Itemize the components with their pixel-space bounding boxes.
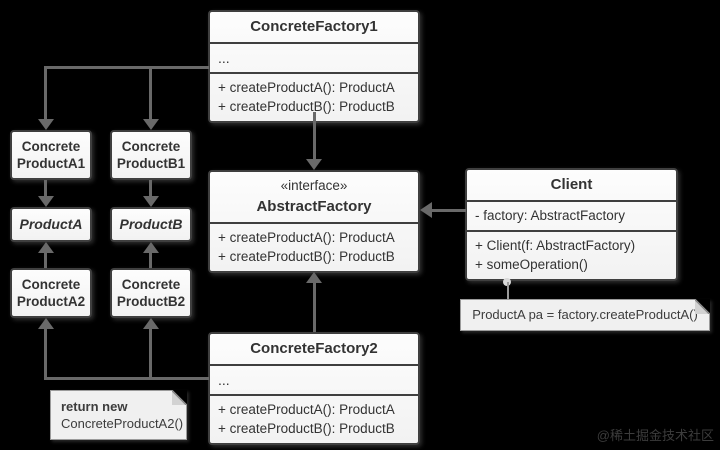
class-title-line: Concrete [121, 139, 181, 154]
class-client: Client - factory: AbstractFactory + Clie… [465, 168, 678, 281]
class-title: Client [550, 176, 593, 193]
stereotype: «interface» [280, 178, 348, 193]
class-concrete-factory1: ConcreteFactory1 ... + createProductA():… [208, 10, 420, 123]
connector-cf1-to-abstractfactory [313, 112, 316, 159]
class-concrete-product-b2: Concrete ProductB2 [110, 268, 192, 318]
arrowhead-up-icon [143, 318, 159, 329]
class-header: «interface» AbstractFactory [210, 172, 418, 222]
arrowhead-down-icon [143, 196, 159, 207]
class-concrete-product-a1: Concrete ProductA1 [10, 130, 92, 180]
connector-cf2-to-product-a2 [44, 329, 47, 377]
class-title: AbstractFactory [256, 198, 372, 215]
class-title-line: ProductA1 [16, 156, 86, 171]
method: + createProductA(): ProductA [218, 80, 395, 95]
note-anchor-line [507, 282, 509, 300]
class-title-line: ProductA2 [16, 294, 86, 309]
class-product-b: ProductB [110, 207, 192, 242]
class-attribute: - factory: AbstractFactory [467, 200, 676, 230]
class-concrete-factory2: ConcreteFactory2 ... + createProductA():… [208, 332, 420, 445]
method: + createProductB(): ProductB [218, 99, 395, 114]
connector-a1-to-product-a [44, 180, 47, 196]
class-fields-ellipsis: ... [210, 42, 418, 72]
class-title-line: ProductB1 [116, 156, 186, 171]
method: + someOperation() [475, 257, 588, 272]
connector-cf1-products-horizontal [44, 66, 209, 69]
arrowhead-up-icon [38, 242, 54, 253]
connector-cf2-to-product-b2 [149, 329, 152, 377]
arrowhead-down-icon [38, 196, 54, 207]
arrowhead-down-icon [38, 119, 54, 130]
connector-cf1-to-product-b1 [149, 66, 152, 119]
note-text: ProductA pa = factory.createProductA() [472, 307, 698, 322]
connector-b1-to-product-b [149, 180, 152, 196]
class-concrete-product-a2: Concrete ProductA2 [10, 268, 92, 318]
class-methods: + Client(f: AbstractFactory) + someOpera… [467, 230, 676, 279]
class-methods: + createProductA(): ProductA + createPro… [210, 72, 418, 121]
class-title-line: Concrete [21, 277, 81, 292]
method: + createProductB(): ProductB [218, 421, 395, 436]
class-title-line: Concrete [121, 277, 181, 292]
connector-cf1-to-product-a1 [44, 66, 47, 119]
method: + Client(f: AbstractFactory) [475, 238, 636, 253]
class-title-line: ProductB2 [116, 294, 186, 309]
watermark: @稀土掘金技术社区 [596, 428, 714, 443]
arrowhead-down-icon [143, 119, 159, 130]
class-fields-ellipsis: ... [210, 364, 418, 394]
note-fold-corner-icon [695, 299, 710, 314]
connector-b2-to-product-b [149, 253, 152, 268]
arrowhead-down-icon [306, 159, 322, 170]
class-product-a: ProductA [10, 207, 92, 242]
arrowhead-left-icon [420, 202, 432, 218]
note-fold-corner-icon [172, 390, 187, 405]
class-title: ConcreteFactory1 [250, 18, 378, 35]
connector-a2-to-product-a [44, 253, 47, 268]
connector-cf2-to-abstractfactory [313, 283, 316, 332]
class-title: ConcreteFactory2 [250, 340, 378, 357]
class-abstract-factory: «interface» AbstractFactory + createProd… [208, 170, 420, 273]
arrowhead-up-icon [143, 242, 159, 253]
method: + createProductB(): ProductB [218, 249, 395, 264]
note-factory2-code: return new ConcreteProductA2() [50, 390, 187, 440]
note-text-line: return new [61, 399, 128, 414]
arrowhead-up-icon [38, 318, 54, 329]
class-methods: + createProductA(): ProductA + createPro… [210, 394, 418, 443]
note-text-line: ConcreteProductA2() [61, 416, 184, 431]
method: + createProductA(): ProductA [218, 230, 395, 245]
class-title-line: Concrete [21, 139, 81, 154]
note-client-code: ProductA pa = factory.createProductA() [460, 299, 710, 331]
connector-client-to-abstractfactory [432, 209, 466, 212]
arrowhead-up-icon [306, 272, 322, 283]
class-methods: + createProductA(): ProductA + createPro… [210, 222, 418, 271]
method: + createProductA(): ProductA [218, 402, 395, 417]
class-concrete-product-b1: Concrete ProductB1 [110, 130, 192, 180]
connector-cf2-products-horizontal [44, 377, 209, 380]
